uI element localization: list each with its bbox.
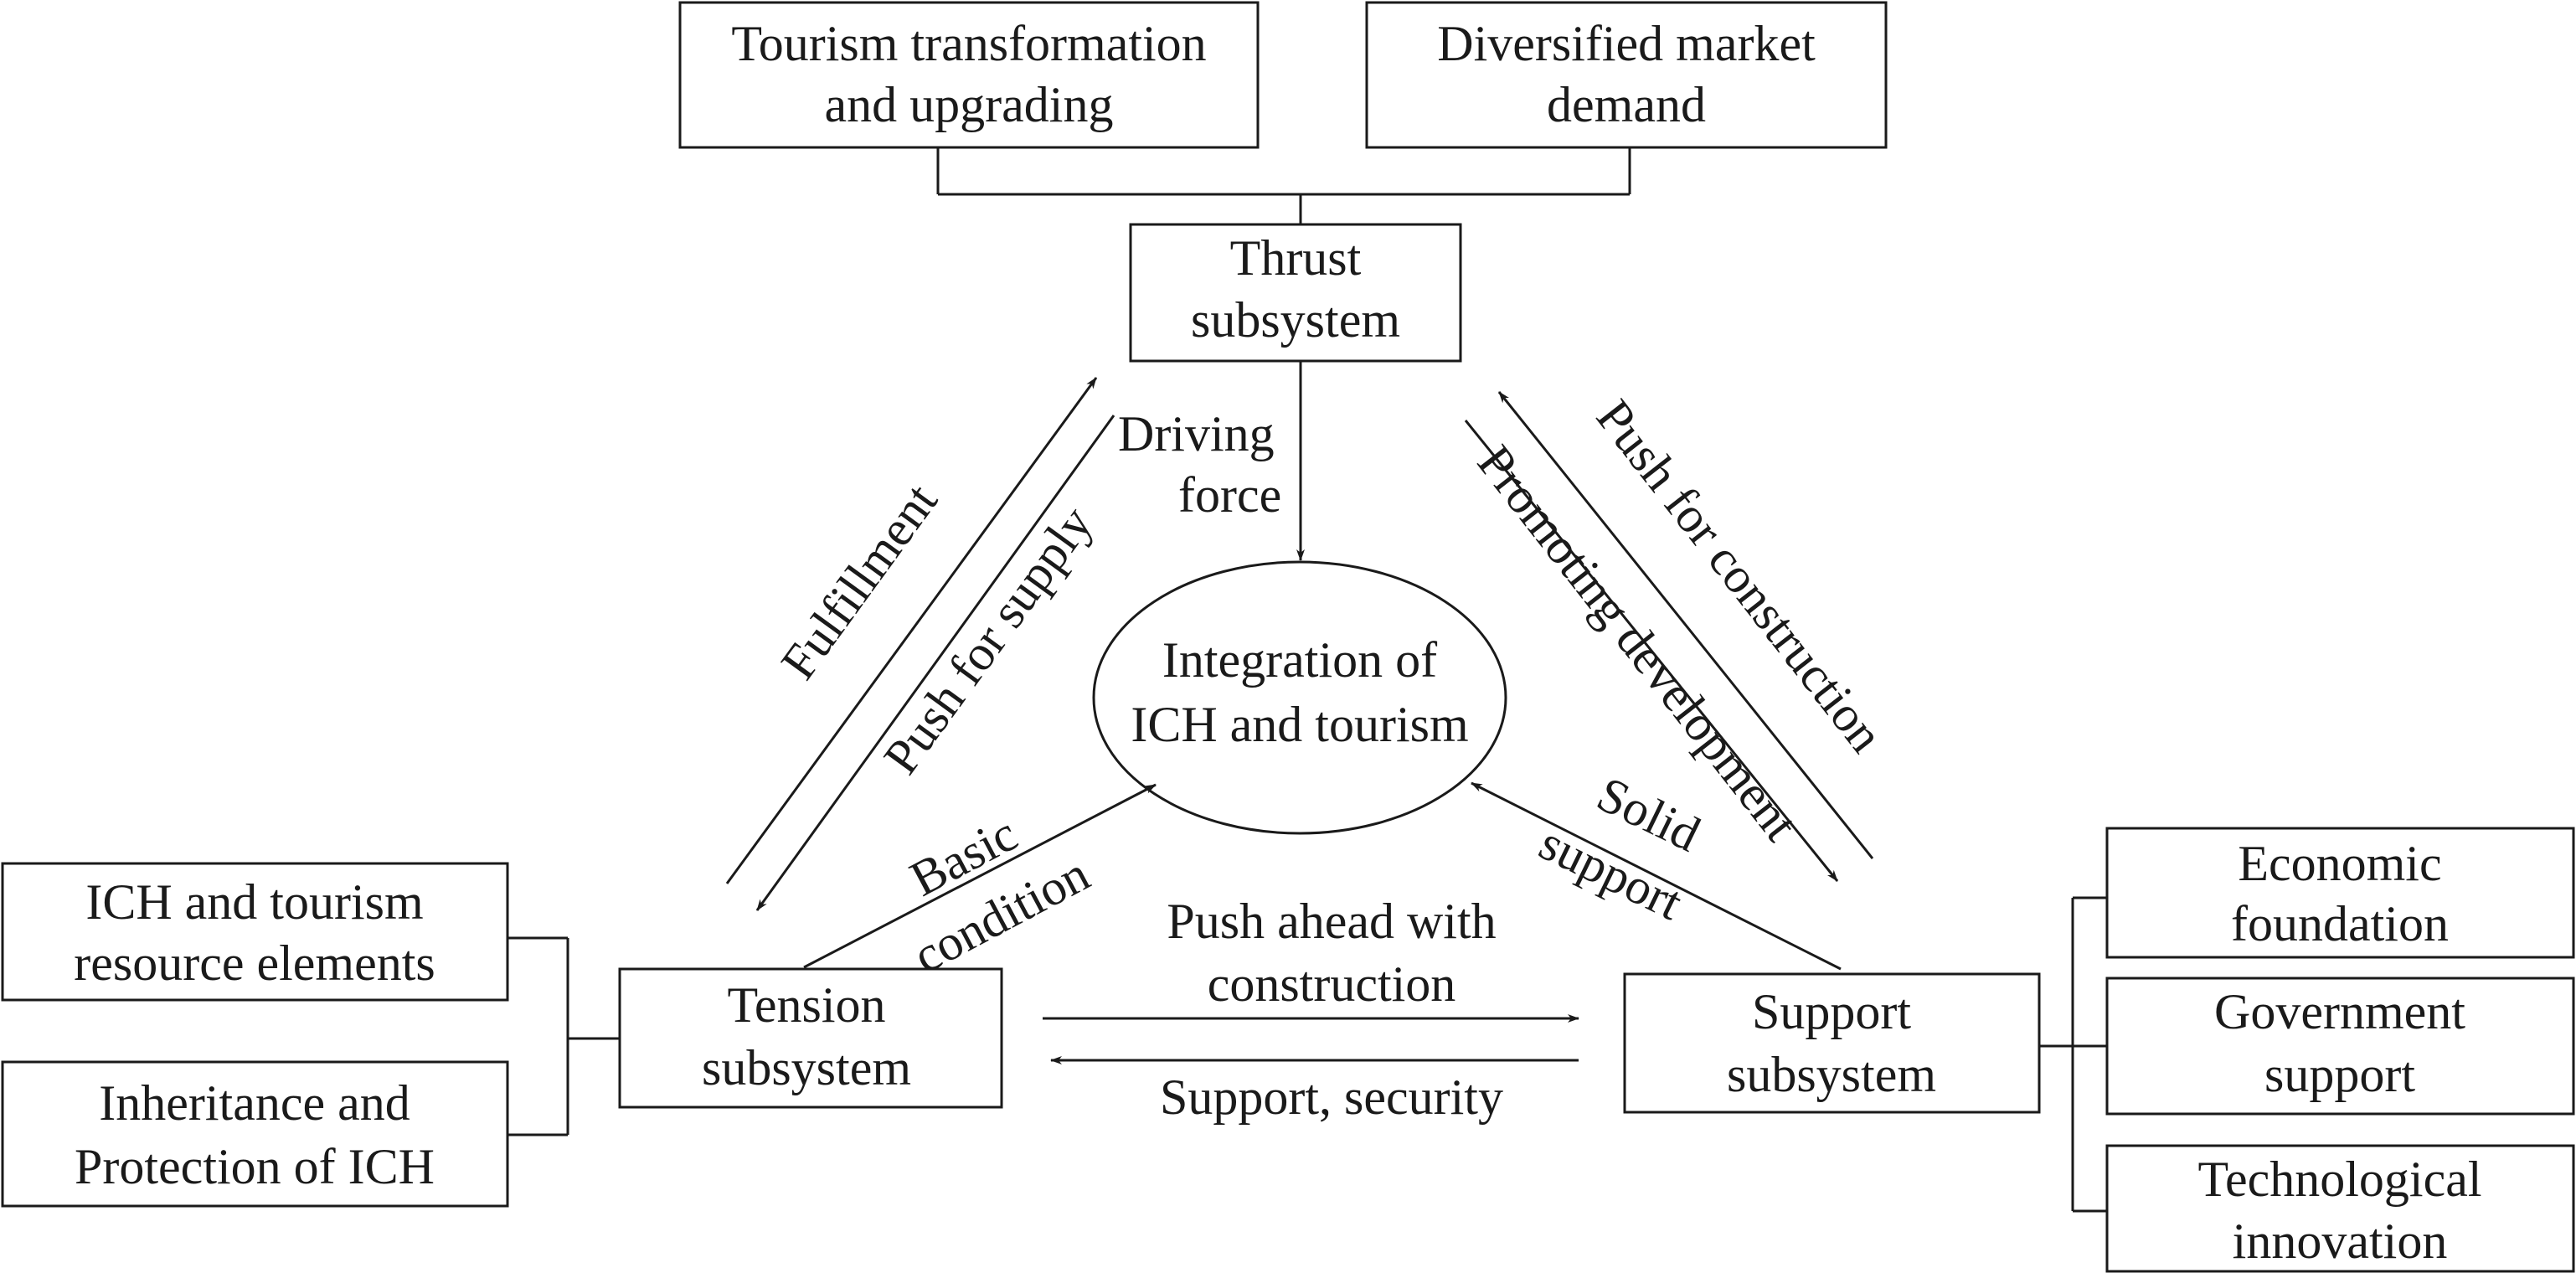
driver-label-line1: Tourism transformation bbox=[731, 16, 1206, 71]
push-for-construction-arrow bbox=[1497, 391, 1874, 859]
center-label-line1: Integration of bbox=[1162, 632, 1437, 688]
center-label-line2: ICH and tourism bbox=[1131, 697, 1468, 752]
driver-label-line1: Technological bbox=[2198, 1152, 2482, 1207]
driver-label-line1: Diversified market bbox=[1437, 16, 1816, 71]
driver-label-line1: ICH and tourism bbox=[85, 874, 423, 930]
support-security-label: Support, security bbox=[1160, 1069, 1503, 1125]
driver-label-line1: Government bbox=[2214, 984, 2465, 1039]
thrust-subsystem-box: Thrust subsystem bbox=[1129, 223, 1462, 363]
driver-label-line2: Protection of ICH bbox=[75, 1139, 435, 1194]
tension-label-line2: subsystem bbox=[702, 1040, 911, 1095]
driver-label-line1: Inheritance and bbox=[99, 1075, 410, 1131]
push-for-construction-label: Push for construction bbox=[1586, 389, 1894, 762]
thrust-driver-connector bbox=[936, 147, 1631, 224]
driver-label-line1: Economic bbox=[2238, 836, 2441, 891]
driving-force-label-line1: Driving bbox=[1118, 406, 1275, 461]
driver-label-line2: foundation bbox=[2231, 896, 2449, 951]
driver-box-resource-elements: ICH and tourism resource elements bbox=[1, 862, 509, 1002]
fulfillment-arrow bbox=[725, 377, 1098, 884]
support-label-line1: Support bbox=[1752, 984, 1911, 1039]
push-ahead-label-line1: Push ahead with bbox=[1167, 894, 1496, 949]
driver-label-line2: support bbox=[2264, 1047, 2415, 1102]
integration-center-ellipse: Integration of ICH and tourism bbox=[1092, 560, 1507, 835]
support-subsystem-box: Support subsystem bbox=[1623, 972, 2041, 1114]
thrust-label-line1: Thrust bbox=[1230, 230, 1362, 286]
support-label-line2: subsystem bbox=[1727, 1047, 1936, 1102]
solid-support-arrow bbox=[1471, 781, 1842, 971]
basic-condition-arrow bbox=[803, 783, 1157, 969]
driver-box-tourism-transformation: Tourism transformation and upgrading bbox=[678, 1, 1260, 149]
driver-label-line2: innovation bbox=[2233, 1214, 2448, 1269]
driving-force-label-line2: force bbox=[1178, 467, 1281, 523]
tension-driver-connector bbox=[507, 936, 620, 1136]
push-for-supply-arrow bbox=[755, 415, 1115, 911]
driver-box-technological-innovation: Technological innovation bbox=[2105, 1144, 2575, 1273]
fulfillment-label: Fulfillment bbox=[770, 473, 948, 688]
tension-subsystem-box: Tension subsystem bbox=[618, 967, 1003, 1109]
driver-box-economic-foundation: Economic foundation bbox=[2105, 827, 2575, 959]
driver-box-inheritance-protection: Inheritance and Protection of ICH bbox=[1, 1060, 509, 1208]
driver-box-diversified-demand: Diversified market demand bbox=[1365, 1, 1888, 149]
driver-label-line2: and upgrading bbox=[825, 77, 1114, 132]
driver-label-line2: demand bbox=[1547, 77, 1706, 132]
driver-box-government-support: Government support bbox=[2105, 977, 2575, 1116]
push-ahead-label-line2: construction bbox=[1208, 956, 1456, 1012]
tension-label-line1: Tension bbox=[727, 977, 885, 1033]
thrust-label-line2: subsystem bbox=[1191, 292, 1400, 348]
promoting-development-arrow bbox=[1464, 420, 1839, 882]
support-driver-connector bbox=[2039, 896, 2107, 1213]
driver-label-line2: resource elements bbox=[74, 935, 435, 991]
